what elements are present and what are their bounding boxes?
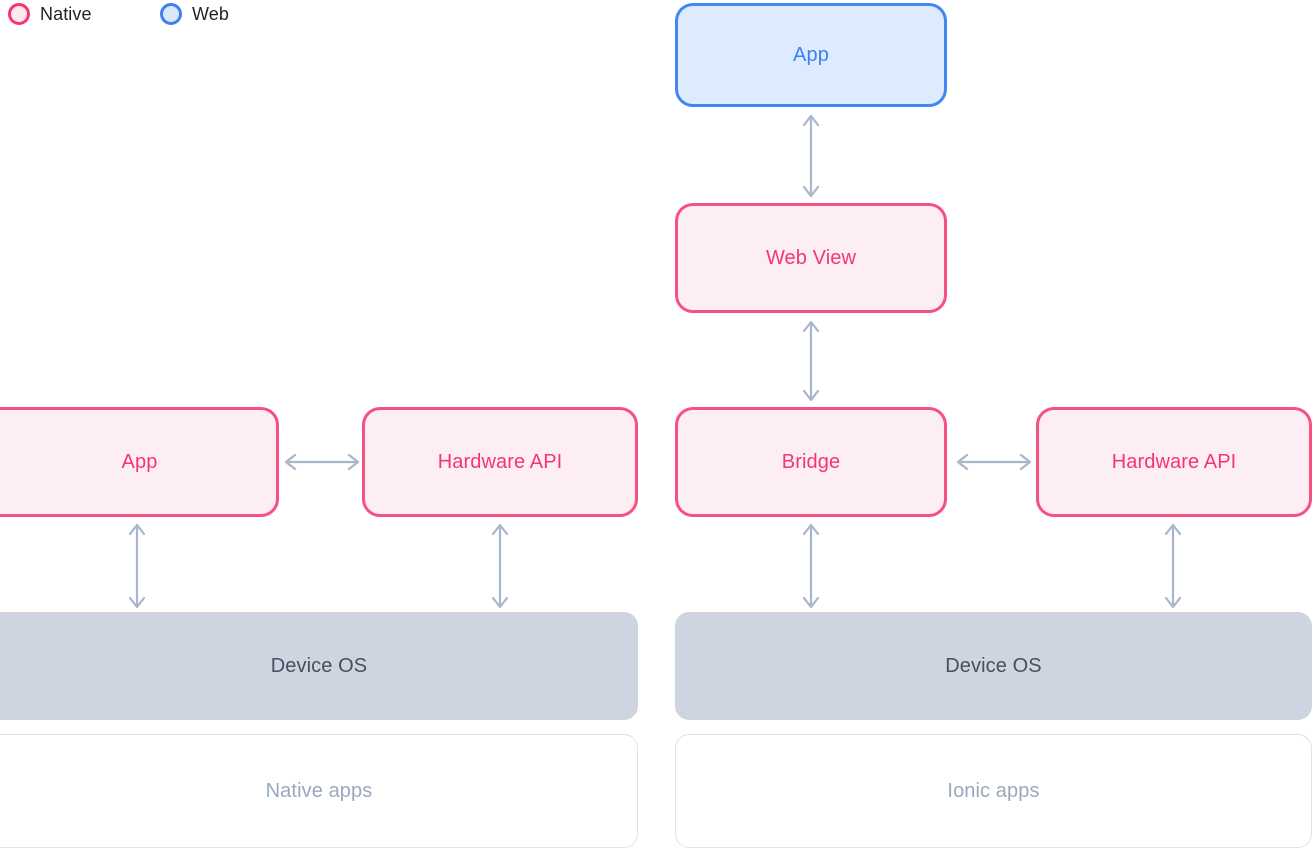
- node-native-hardware-api-label: Hardware API: [437, 451, 563, 473]
- node-native-app[interactable]: App: [0, 407, 279, 517]
- node-ionic-device-os-label: Device OS: [945, 655, 1042, 677]
- connector-native-app-to-device-os: [126, 519, 148, 613]
- node-web-view-label: Web View: [765, 247, 857, 269]
- legend-item-native: Native: [8, 3, 92, 25]
- native-circle-icon: [8, 3, 30, 25]
- legend-label-native: Native: [40, 4, 92, 24]
- node-native-app-label: App: [121, 451, 158, 473]
- node-ionic-device-os[interactable]: Device OS: [675, 612, 1312, 720]
- connector-app-to-webview: [800, 110, 822, 202]
- connector-ionic-hardware-api-to-device-os: [1162, 519, 1184, 613]
- node-ionic-hardware-api-label: Hardware API: [1111, 451, 1237, 473]
- connector-bridge-to-device-os: [800, 519, 822, 613]
- node-native-device-os[interactable]: Device OS: [0, 612, 638, 720]
- node-ionic-app[interactable]: App: [675, 3, 947, 107]
- connector-native-hardware-api-to-device-os: [489, 519, 511, 613]
- node-bridge[interactable]: Bridge: [675, 407, 947, 517]
- connector-webview-to-bridge: [800, 316, 822, 406]
- node-native-hardware-api[interactable]: Hardware API: [362, 407, 638, 517]
- node-native-device-os-label: Device OS: [270, 655, 368, 677]
- connector-bridge-to-hardware-api: [953, 450, 1035, 474]
- node-web-view[interactable]: Web View: [675, 203, 947, 313]
- caption-native-apps-label: Native apps: [265, 780, 373, 802]
- web-circle-icon: [160, 3, 182, 25]
- legend-label-web: Web: [192, 4, 229, 24]
- node-ionic-hardware-api[interactable]: Hardware API: [1036, 407, 1312, 517]
- caption-native-apps: Native apps: [0, 734, 638, 848]
- node-bridge-label: Bridge: [781, 451, 841, 473]
- connector-native-app-to-hardware-api: [281, 450, 363, 474]
- legend-item-web: Web: [160, 3, 229, 25]
- caption-ionic-apps: Ionic apps: [675, 734, 1312, 848]
- caption-ionic-apps-label: Ionic apps: [947, 780, 1040, 802]
- node-ionic-app-label: App: [793, 44, 829, 66]
